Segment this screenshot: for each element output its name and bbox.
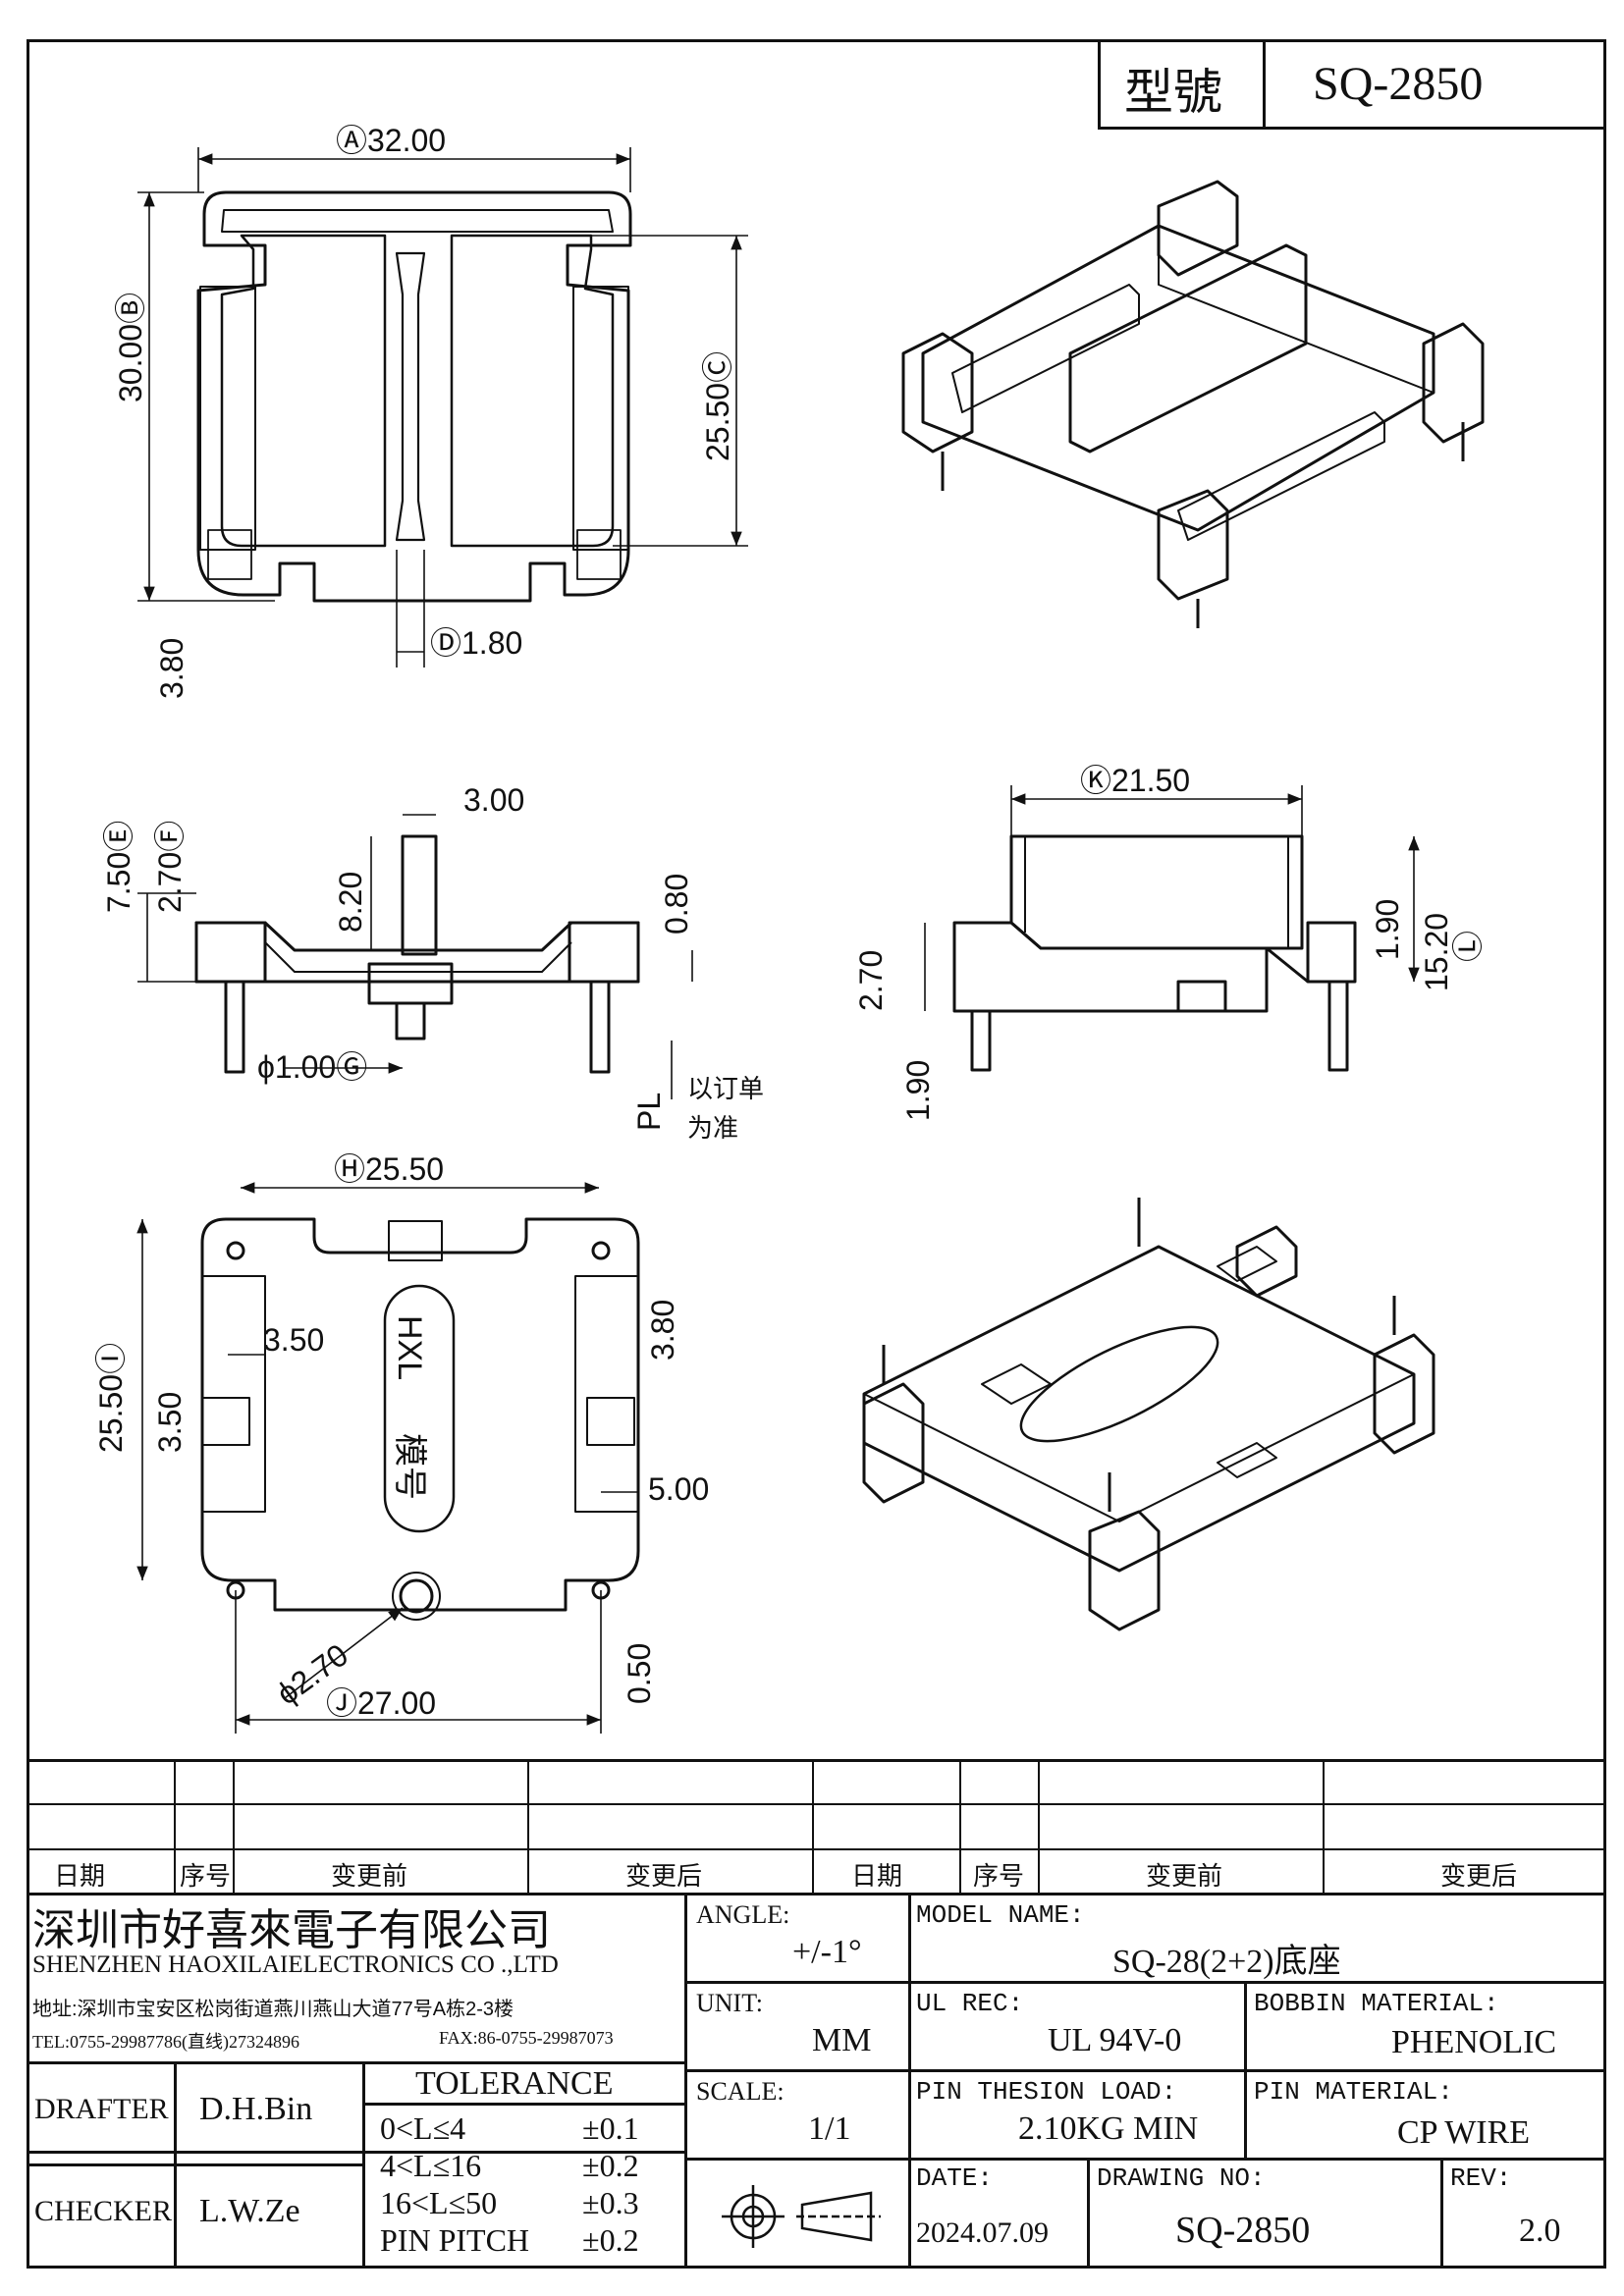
mold-mark: 模号 bbox=[391, 1433, 428, 1500]
drafter-name: D.H.Bin bbox=[199, 2091, 313, 2127]
pl-note-2: 为准 bbox=[687, 1113, 738, 1143]
dim-1520: 15.20 bbox=[1419, 913, 1454, 991]
dim-K: Ⓚ21.50 bbox=[1080, 763, 1190, 798]
dim-190a: 1.90 bbox=[1370, 899, 1405, 960]
dim-PL: PL bbox=[631, 1093, 667, 1131]
scale-label: SCALE: bbox=[696, 2077, 785, 2106]
dim-080: 0.80 bbox=[659, 874, 694, 934]
rev-label: REV: bbox=[1450, 2163, 1512, 2193]
company-name-en: SHENZHEN HAOXILAIELECTRONICS CO .,LTD bbox=[32, 1951, 559, 1978]
bobbin-value: PHENOLIC bbox=[1391, 2024, 1557, 2060]
dim-380b: 3.80 bbox=[645, 1300, 680, 1361]
rev-header-seq-2: 序号 bbox=[973, 1861, 1025, 1891]
tol-range-2: 4<L≤16 bbox=[380, 2148, 482, 2183]
unit-value: MM bbox=[812, 2022, 872, 2058]
dim-B: 30.00Ⓑ bbox=[113, 293, 148, 402]
drawing-no-label: DRAWING NO: bbox=[1097, 2163, 1266, 2193]
drafter-label: DRAFTER bbox=[34, 2093, 169, 2125]
rev-value: 2.0 bbox=[1519, 2213, 1561, 2249]
tol-range-4: PIN PITCH bbox=[380, 2222, 530, 2258]
drawing-sheet bbox=[27, 39, 1606, 2269]
ul-value: UL 94V-0 bbox=[1048, 2022, 1182, 2058]
pin-material-value: CP WIRE bbox=[1397, 2114, 1531, 2151]
top-view bbox=[196, 190, 632, 603]
rev-header-before-2: 变更前 bbox=[1146, 1861, 1223, 1891]
dim-L: Ⓛ bbox=[1450, 931, 1486, 962]
rev-header-before-1: 变更前 bbox=[331, 1861, 408, 1891]
company-address: 地址:深圳市宝安区松岗街道燕川燕山大道77号A栋2-3楼 bbox=[32, 1999, 514, 2020]
dim-300: 3.00 bbox=[463, 782, 524, 818]
date-label: DATE: bbox=[916, 2163, 994, 2193]
ul-label: UL REC: bbox=[916, 1989, 1024, 2018]
checker-name: L.W.Ze bbox=[199, 2193, 300, 2229]
model-box: 型號 SQ-2850 bbox=[1098, 39, 1606, 130]
company-fax: FAX:86-0755-29987073 bbox=[439, 2028, 614, 2048]
dim-350a: 3.50 bbox=[263, 1322, 324, 1358]
dim-J: Ⓙ27.00 bbox=[326, 1685, 436, 1721]
tol-value-2: ±0.2 bbox=[582, 2148, 639, 2183]
scale-value: 1/1 bbox=[808, 2110, 851, 2147]
company-name-cn: 深圳市好喜來電子有限公司 bbox=[32, 1906, 551, 1954]
model-number: SQ-2850 bbox=[1313, 58, 1484, 110]
bobbin-label: BOBBIN MATERIAL: bbox=[1254, 1989, 1499, 2018]
rev-header-date-1: 日期 bbox=[54, 1861, 106, 1891]
date-value: 2024.07.09 bbox=[916, 2216, 1049, 2249]
rev-header-seq-1: 序号 bbox=[180, 1861, 232, 1891]
pl-note-1: 以订单 bbox=[687, 1074, 764, 1103]
side-view bbox=[952, 834, 1357, 1072]
dim-050: 0.50 bbox=[622, 1643, 657, 1704]
model-label: 型號 bbox=[1124, 65, 1222, 120]
front-view bbox=[194, 834, 640, 1074]
tolerance-title: TOLERANCE bbox=[415, 2065, 614, 2102]
logo-text: HXL bbox=[391, 1315, 428, 1380]
bottom-view bbox=[200, 1217, 640, 1621]
unit-label: UNIT: bbox=[696, 1989, 764, 2017]
technical-drawing: Ⓐ32.00 30.00Ⓑ 25.50Ⓒ 3.80 Ⓓ1.80 7.50Ⓔ 2.… bbox=[93, 123, 1486, 1734]
iso-view-top bbox=[901, 180, 1485, 628]
dim-C: 25.50Ⓒ bbox=[700, 351, 735, 461]
dim-E: 7.50Ⓔ bbox=[101, 821, 136, 913]
iso-view-bottom bbox=[862, 1198, 1435, 1631]
rev-header-after-1: 变更后 bbox=[625, 1861, 703, 1891]
dim-A: Ⓐ32.00 bbox=[336, 123, 446, 158]
dim-500: 5.00 bbox=[648, 1471, 709, 1507]
angle-label: ANGLE: bbox=[696, 1900, 790, 1929]
tol-range-3: 16<L≤50 bbox=[380, 2185, 498, 2220]
model-name-label: MODEL NAME: bbox=[916, 1900, 1085, 1930]
rev-header-after-2: 变更后 bbox=[1440, 1861, 1518, 1891]
tol-value-4: ±0.2 bbox=[582, 2222, 639, 2258]
pin-load-value: 2.10KG MIN bbox=[1018, 2110, 1199, 2147]
dim-H: Ⓗ25.50 bbox=[334, 1151, 444, 1187]
dim-I: 25.50Ⓘ bbox=[93, 1343, 129, 1453]
revision-table: 日期 序号 变更前 变更后 日期 序号 变更前 变更后 bbox=[27, 1759, 1606, 1896]
tol-value-1: ±0.1 bbox=[582, 2110, 639, 2146]
dim-350b: 3.50 bbox=[152, 1392, 188, 1453]
dim-D: Ⓓ1.80 bbox=[430, 625, 522, 661]
title-block: 深圳市好喜來電子有限公司 SHENZHEN HAOXILAIELECTRONIC… bbox=[27, 1893, 1606, 2269]
pin-load-label: PIN THESION LOAD: bbox=[916, 2077, 1177, 2107]
projection-symbol-icon bbox=[722, 2185, 881, 2248]
dim-190b: 1.90 bbox=[900, 1060, 936, 1121]
dim-820: 8.20 bbox=[333, 872, 368, 933]
checker-label: CHECKER bbox=[34, 2195, 173, 2227]
tol-value-3: ±0.3 bbox=[582, 2185, 639, 2220]
pin-material-label: PIN MATERIAL: bbox=[1254, 2077, 1453, 2107]
dim-G: ϕ1.00Ⓖ bbox=[257, 1049, 367, 1085]
dimension-lines bbox=[136, 147, 1420, 1734]
rev-header-date-2: 日期 bbox=[851, 1861, 903, 1891]
dim-270a: 2.70 bbox=[853, 950, 889, 1011]
dim-380a: 3.80 bbox=[154, 638, 189, 699]
angle-value: +/-1° bbox=[792, 1934, 862, 1970]
drawing-no-value: SQ-2850 bbox=[1175, 2210, 1311, 2251]
dim-F: 2.70Ⓕ bbox=[152, 821, 188, 913]
model-name-value: SQ-28(2+2)底座 bbox=[1112, 1944, 1341, 1980]
tol-range-1: 0<L≤4 bbox=[380, 2110, 466, 2146]
company-tel: TEL:0755-29987786(直线)27324896 bbox=[32, 2032, 299, 2052]
